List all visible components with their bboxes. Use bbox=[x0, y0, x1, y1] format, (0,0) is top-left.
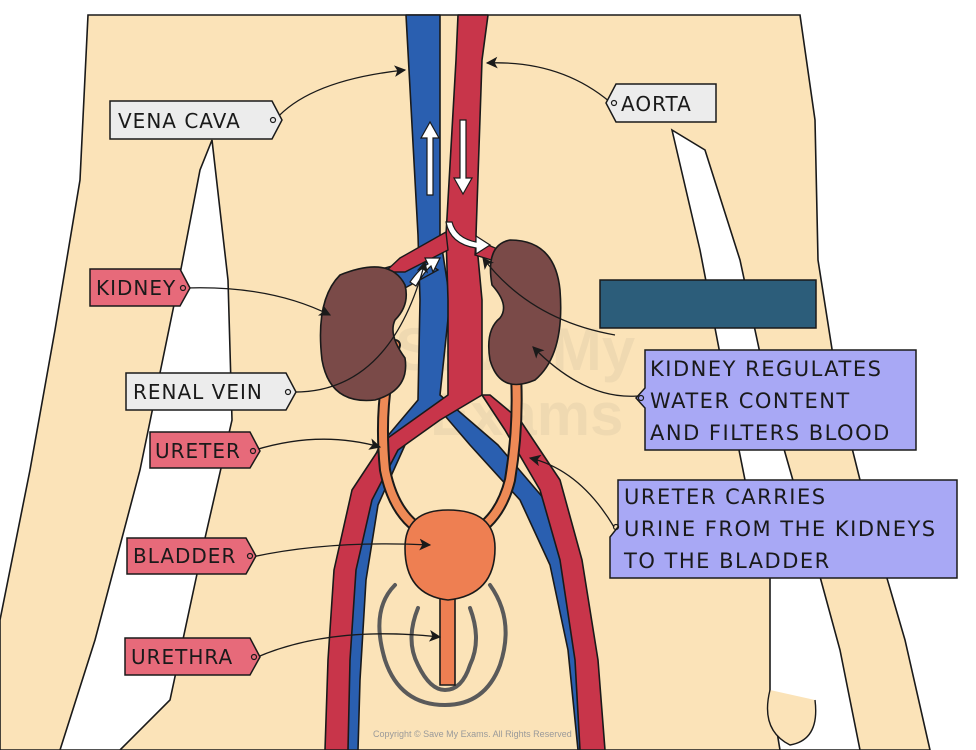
svg-text:URETER CARRIES: URETER CARRIES bbox=[624, 485, 827, 509]
label-bladder: BLADDER bbox=[126, 537, 257, 575]
svg-text:RENAL VEIN: RENAL VEIN bbox=[133, 380, 263, 404]
label-aorta: AORTA bbox=[605, 83, 717, 123]
svg-text:TO THE BLADDER: TO THE BLADDER bbox=[623, 549, 831, 573]
svg-text:URETER: URETER bbox=[155, 439, 241, 463]
svg-text:WATER CONTENT: WATER CONTENT bbox=[650, 389, 851, 413]
hidden-label-box bbox=[599, 279, 817, 329]
info-box-kidney-function: KIDNEY REGULATES WATER CONTENT AND FILTE… bbox=[634, 349, 917, 451]
svg-text:VENA CAVA: VENA CAVA bbox=[118, 109, 241, 133]
label-kidney: KIDNEY bbox=[89, 268, 191, 307]
label-renal-vein: RENAL VEIN bbox=[125, 372, 297, 411]
aorta-vessel bbox=[324, 14, 606, 750]
label-urethra: URETHRA bbox=[124, 637, 261, 676]
info-box-ureter-function: URETER CARRIES URINE FROM THE KIDNEYS TO… bbox=[609, 479, 958, 579]
svg-text:URETHRA: URETHRA bbox=[131, 645, 233, 669]
copyright-text: Copyright © Save My Exams. All Rights Re… bbox=[373, 729, 572, 739]
svg-text:AORTA: AORTA bbox=[621, 92, 692, 116]
bladder-organ bbox=[404, 509, 496, 686]
scrotum-outline bbox=[377, 583, 508, 708]
svg-text:KIDNEY: KIDNEY bbox=[96, 276, 176, 300]
svg-text:AND FILTERS BLOOD: AND FILTERS BLOOD bbox=[650, 421, 891, 445]
label-ureter: URETER bbox=[149, 431, 261, 469]
svg-text:URINE FROM THE KIDNEYS: URINE FROM THE KIDNEYS bbox=[624, 517, 937, 541]
leader-lines bbox=[184, 56, 639, 659]
label-vena-cava: VENA CAVA bbox=[109, 100, 283, 140]
svg-text:KIDNEY REGULATES: KIDNEY REGULATES bbox=[650, 357, 882, 381]
svg-text:BLADDER: BLADDER bbox=[133, 544, 236, 568]
